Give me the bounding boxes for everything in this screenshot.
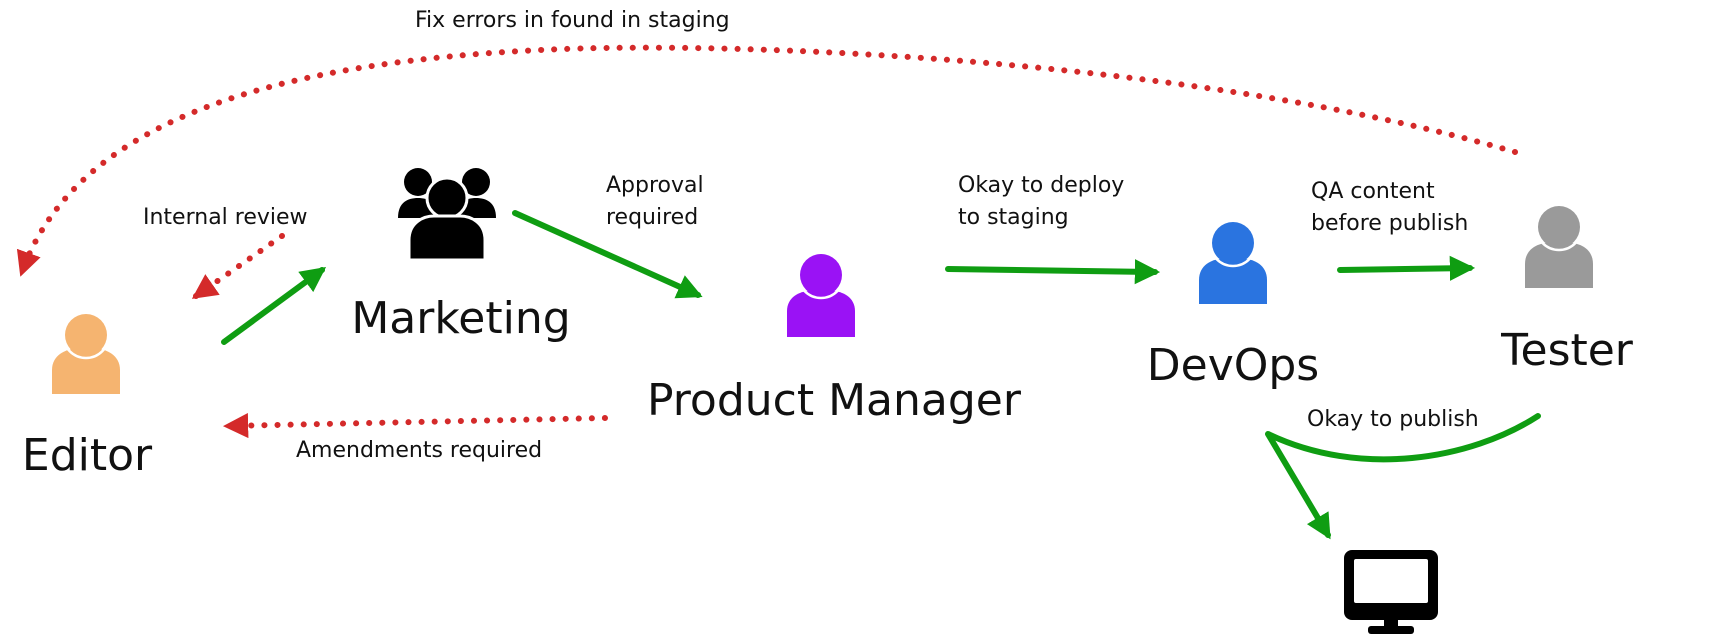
editor-to-marketing-arrow: [221, 267, 327, 345]
amendments-required-label: Amendments required: [296, 438, 542, 463]
group-icon: [398, 168, 496, 262]
person-icon: [1525, 202, 1593, 288]
devops-node: DevOps: [1147, 218, 1319, 391]
person-icon: [787, 250, 855, 337]
qa-content-label-line2: before publish: [1311, 211, 1468, 236]
deploy-to-staging-arrow: [945, 259, 1161, 285]
okay-to-publish-arrow: [1265, 413, 1541, 540]
published-node: [1344, 550, 1438, 634]
fix-errors-label: Fix errors in found in staging: [415, 8, 730, 33]
qa-content-label-line1: QA content: [1311, 179, 1435, 204]
internal-review-arrow: [191, 233, 285, 299]
tester-label: Tester: [1500, 325, 1634, 376]
monitor-icon: [1344, 550, 1438, 634]
okay-to-deploy-label-line2: to staging: [958, 205, 1069, 230]
marketing-node: Marketing: [351, 168, 571, 344]
approval-required-label-line1: Approval: [606, 173, 704, 198]
person-icon: [52, 310, 120, 394]
product-manager-label: Product Manager: [647, 375, 1022, 426]
person-icon: [1199, 218, 1267, 304]
internal-review-label: Internal review: [143, 205, 308, 230]
okay-to-deploy-label-line1: Okay to deploy: [958, 173, 1124, 198]
tester-node: Tester: [1500, 202, 1634, 376]
okay-to-publish-label: Okay to publish: [1307, 407, 1479, 432]
amendments-required-arrow: [222, 412, 608, 439]
product-manager-node: Product Manager: [647, 250, 1022, 426]
editor-label: Editor: [22, 430, 153, 481]
approval-required-arrow: [512, 210, 703, 299]
approval-required-label-line2: required: [606, 205, 698, 230]
editor-node: Editor: [22, 310, 153, 481]
qa-content-arrow: [1337, 255, 1476, 281]
marketing-label: Marketing: [351, 293, 570, 344]
fix-errors-arrow: [16, 44, 1518, 277]
devops-label: DevOps: [1147, 340, 1319, 391]
